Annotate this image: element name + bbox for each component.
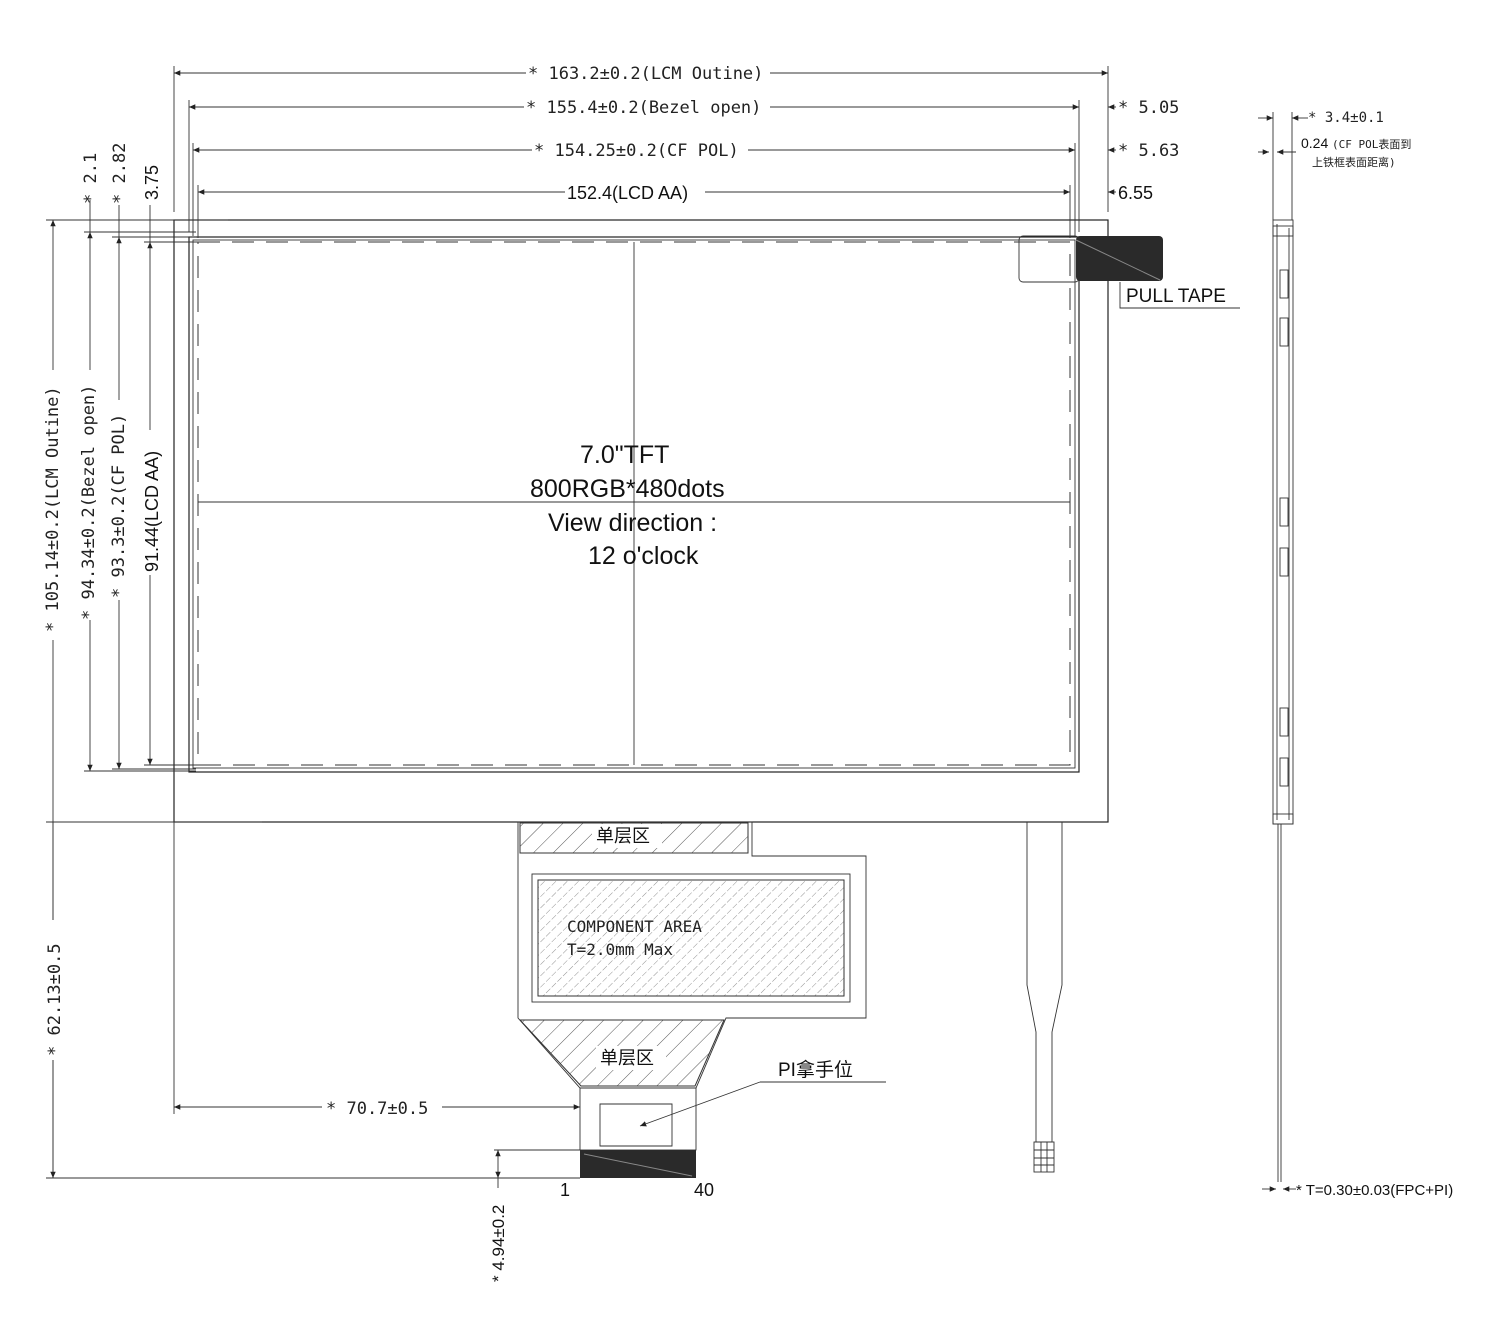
dim-right-505: * 5.05 bbox=[1118, 98, 1179, 118]
dim-bezel-width: * 155.4±0.2(Bezel open) bbox=[526, 98, 761, 118]
dim-top-375: 3.75 bbox=[142, 165, 162, 200]
pin-40-label: 40 bbox=[694, 1180, 714, 1200]
bezel-opening bbox=[188, 236, 1080, 773]
fpc-ribbon-side bbox=[1026, 822, 1063, 1143]
dim-side-thickness: * 3.4±0.1 bbox=[1308, 110, 1384, 126]
dim-cfpol-height: * 93.3±0.2(CF POL) bbox=[109, 414, 129, 598]
dim-bezel-height: * 94.34±0.2(Bezel open) bbox=[79, 385, 99, 620]
pin-1-label: 1 bbox=[560, 1180, 570, 1200]
fpc-tail-upper bbox=[517, 821, 867, 1089]
panel-size-label: 7.0"TFT bbox=[580, 441, 669, 469]
side-view-module bbox=[1272, 219, 1294, 825]
pi-stiffener-window bbox=[599, 1103, 673, 1147]
component-area-outer bbox=[531, 873, 851, 1003]
dim-right-655: 6.55 bbox=[1118, 183, 1153, 203]
dim-cfpol-width: * 154.25±0.2(CF POL) bbox=[534, 141, 739, 161]
dim-fpc-tip: * 4.94±0.2 bbox=[489, 1205, 508, 1282]
pull-tape bbox=[1076, 236, 1163, 281]
cf-pol-outline bbox=[192, 239, 1076, 769]
dim-lcm-height: * 105.14±0.2(LCM Outine) bbox=[43, 386, 63, 632]
single-layer-label-top: 单层区 bbox=[596, 826, 650, 846]
dim-side-gap-note-1: (CF POL表面到 bbox=[1332, 137, 1411, 151]
component-area bbox=[537, 879, 845, 997]
resolution-label: 800RGB*480dots bbox=[530, 475, 725, 503]
dim-aa-width: 152.4(LCD AA) bbox=[567, 183, 688, 203]
pi-stiffener-label: PI拿手位 bbox=[778, 1058, 853, 1081]
dim-right-563: * 5.63 bbox=[1118, 141, 1179, 161]
pull-tape-label: PULL TAPE bbox=[1126, 286, 1226, 307]
dim-side-gap: 0.24 bbox=[1301, 135, 1328, 151]
ribbon-connector bbox=[1033, 1141, 1055, 1173]
dim-top-282: * 2.82 bbox=[110, 143, 130, 204]
dim-fpc-offset: * 70.7±0.5 bbox=[326, 1099, 428, 1119]
dim-aa-height: 91.44(LCD AA) bbox=[142, 451, 162, 572]
dim-fpc-length: * 62.13±0.5 bbox=[45, 943, 65, 1056]
single-layer-label-bottom: 单层区 bbox=[600, 1048, 654, 1068]
component-area-label: COMPONENT AREA bbox=[567, 917, 702, 936]
gold-finger-contacts bbox=[580, 1150, 696, 1178]
fpc-neck bbox=[579, 1087, 697, 1151]
dim-top-21: * 2.1 bbox=[81, 153, 101, 204]
view-direction-value: 12 o'clock bbox=[588, 542, 699, 570]
view-direction-label: View direction : bbox=[548, 509, 717, 537]
dim-side-gap-note-2: 上铁框表面距离) bbox=[1312, 155, 1396, 169]
lcd-active-area bbox=[197, 241, 1071, 766]
dim-fpc-thickness: * T=0.30±0.03(FPC+PI) bbox=[1296, 1182, 1453, 1199]
component-thickness-label: T=2.0mm Max bbox=[567, 940, 673, 959]
dim-lcm-width: * 163.2±0.2(LCM Outine) bbox=[528, 64, 763, 84]
